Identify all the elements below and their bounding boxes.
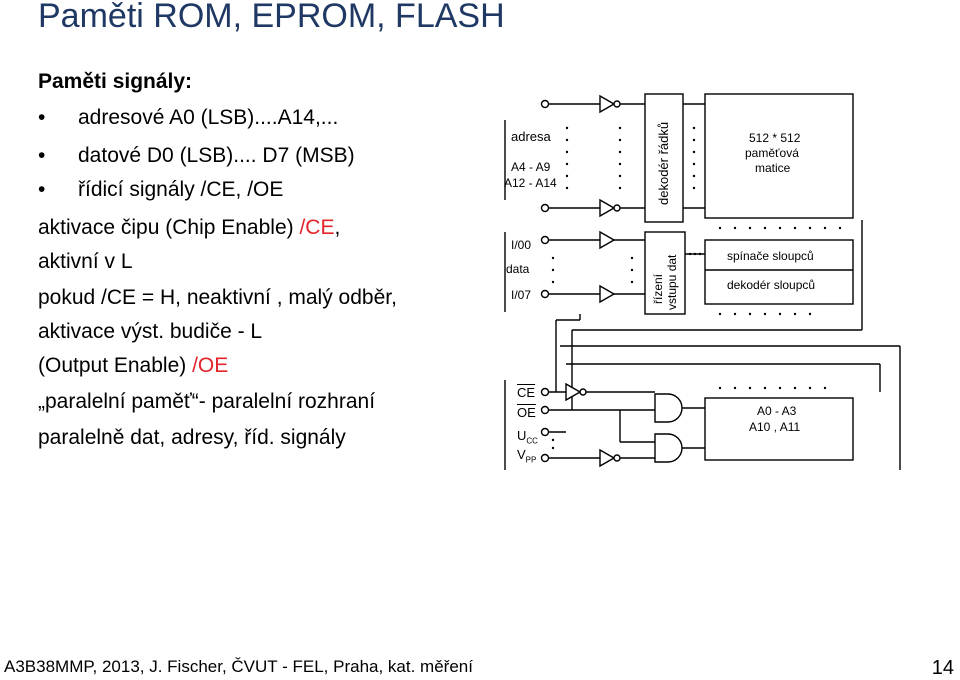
bullet-dot-icon: • [38, 178, 46, 201]
dotted-bus [551, 126, 842, 450]
oe-accent: /OE [192, 354, 229, 377]
matrix-label: paměťová [745, 146, 799, 160]
footer: A3B38MMP, 2013, J. Fischer, ČVUT - FEL, … [4, 657, 473, 676]
bullet-item: • řídicí signály /CE, /OE [38, 178, 284, 201]
ce-line-1: aktivace čipu (Chip Enable) /CE, [38, 216, 341, 239]
parallel-line-1: „paralelní paměť“- paralelní rozhraní [38, 390, 376, 413]
column-decoder-label: dekodér sloupců [727, 278, 816, 292]
data-label: data [506, 262, 530, 276]
oe-line-1: aktivace výst. budiče - L [38, 320, 263, 343]
bullet-dot-icon: • [38, 144, 46, 167]
address-low-label: A10 , A11 [749, 420, 801, 434]
parallel-line-2: paralelně dat, adresy, říd. signály [38, 426, 346, 449]
oe-pin-label: OE [517, 405, 536, 420]
row-decoder-label: dekodér řádků [656, 121, 671, 205]
ce-line-2: aktivní v L [38, 250, 133, 273]
bullet-dot-icon: • [38, 106, 46, 129]
bullet-item: • datové D0 (LSB).... D7 (MSB) [38, 144, 355, 167]
ce-accent: /CE [299, 216, 335, 239]
input-control-label: řízení [651, 273, 665, 304]
input-control-label: vstupu dat [665, 254, 679, 310]
address-low-label: A0 - A3 [757, 404, 797, 418]
io0-label: I/00 [511, 238, 532, 252]
bullet-item: • adresové A0 (LSB)....A14,... [38, 106, 339, 129]
page-number: 14 [931, 657, 954, 679]
address-range-label: A4 - A9 [511, 160, 551, 174]
vpp-pin-label: VPP [517, 447, 537, 465]
page-title: Paměti ROM, EPROM, FLASH [38, 0, 505, 35]
oe-line-2: (Output Enable) /OE [38, 354, 229, 377]
ucc-pin-label: UCC [517, 428, 538, 446]
column-switches-label: spínače sloupců [727, 249, 814, 263]
signals-heading: Paměti signály: [38, 70, 193, 93]
io7-label: I/07 [511, 288, 532, 302]
address-label: adresa [511, 129, 551, 144]
ce-pin-label: CE [517, 385, 536, 400]
matrix-label: 512 * 512 [749, 131, 801, 145]
ce-line-3: pokud /CE = H, neaktivní , malý odběr, [38, 286, 397, 309]
address-range-label: A12 - A14 [504, 176, 557, 190]
matrix-label: matice [755, 161, 791, 175]
